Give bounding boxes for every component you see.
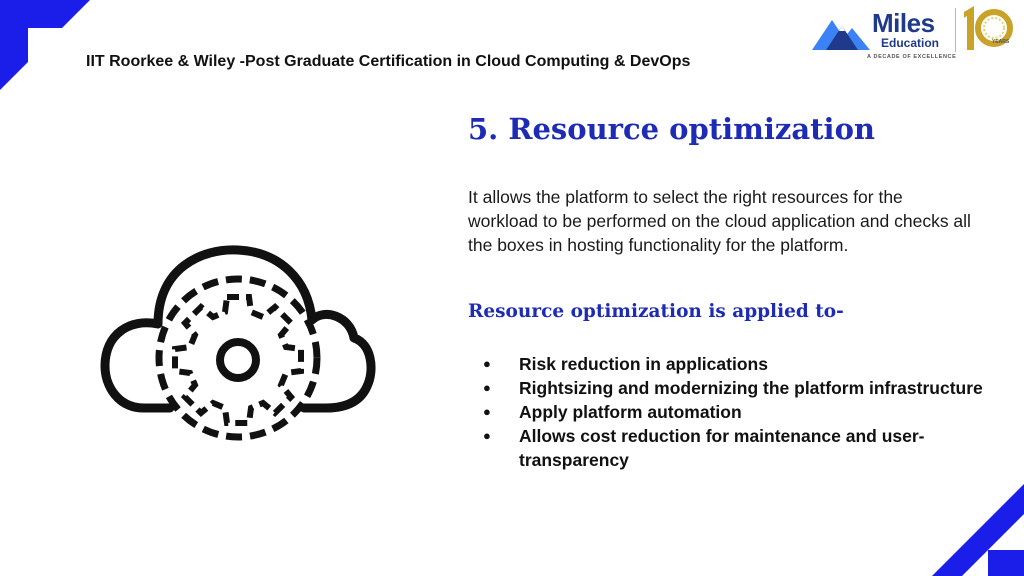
bullet-icon: ●: [483, 380, 491, 395]
cloud-gear-icon: [100, 245, 376, 441]
logo-subname: Education: [881, 36, 940, 50]
anniversary-ten-mark: 10: [958, 4, 1013, 50]
slide-title: 5. Resource optimization: [468, 112, 875, 146]
mountain-logo-icon: [812, 20, 870, 50]
list-item: ●Allows cost reduction for maintenance a…: [483, 426, 925, 470]
anniversary-unit: YEARS: [992, 39, 1010, 45]
miles-education-logo: Miles Education 10 YEARS A DECADE OF EXC…: [812, 4, 1016, 66]
bullet-icon: ●: [483, 404, 491, 419]
course-header: IIT Roorkee & Wiley -Post Graduate Certi…: [86, 53, 691, 70]
list-item: ●Risk reduction in applications: [483, 354, 768, 374]
logo-name: Miles: [872, 8, 935, 38]
logo-tagline: A DECADE OF EXCELLENCE: [867, 54, 957, 60]
list-item: ●Apply platform automation: [483, 402, 742, 422]
section-subtitle: Resource optimization is applied to-: [468, 301, 844, 322]
corner-decoration-bottom-right: [932, 484, 1024, 576]
bullet-icon: ●: [483, 356, 491, 371]
svg-text:10: 10: [958, 4, 960, 5]
list-item: ●Rightsizing and modernizing the platfor…: [483, 378, 983, 398]
logo-divider: [955, 8, 956, 52]
description-paragraph: It allows the platform to select the rig…: [468, 187, 971, 255]
corner-decoration-top-left: [0, 0, 90, 90]
bullet-list: ●Risk reduction in applications ●Rightsi…: [483, 352, 993, 472]
bullet-icon: ●: [483, 428, 491, 443]
